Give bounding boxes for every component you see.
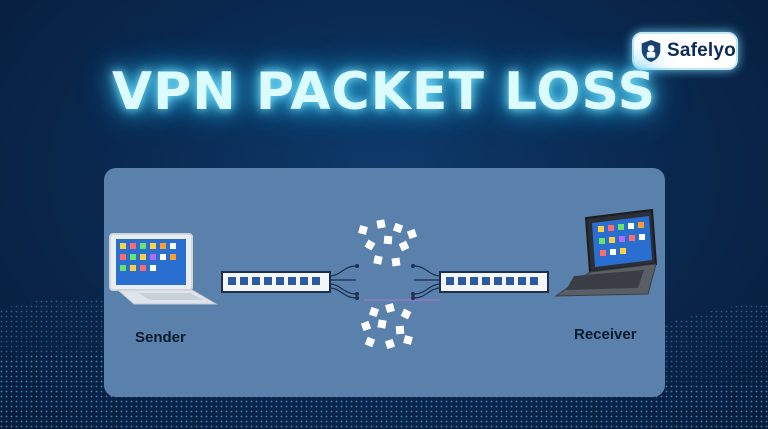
receiver-laptop [554, 208, 658, 297]
lost-packets [358, 219, 418, 350]
receiver-label: Receiver [574, 326, 637, 343]
packet-loss-diagram [109, 208, 658, 350]
receiver-switch [411, 264, 549, 300]
shield-lock-icon [641, 40, 661, 62]
sender-switch [221, 264, 359, 300]
safelyo-logo[interactable]: Safelyo [632, 32, 738, 70]
logo-text: Safelyo [667, 40, 736, 61]
sender-laptop [109, 233, 218, 305]
page-title: VPN PACKET LOSS [111, 62, 657, 122]
sender-label: Sender [135, 329, 186, 346]
